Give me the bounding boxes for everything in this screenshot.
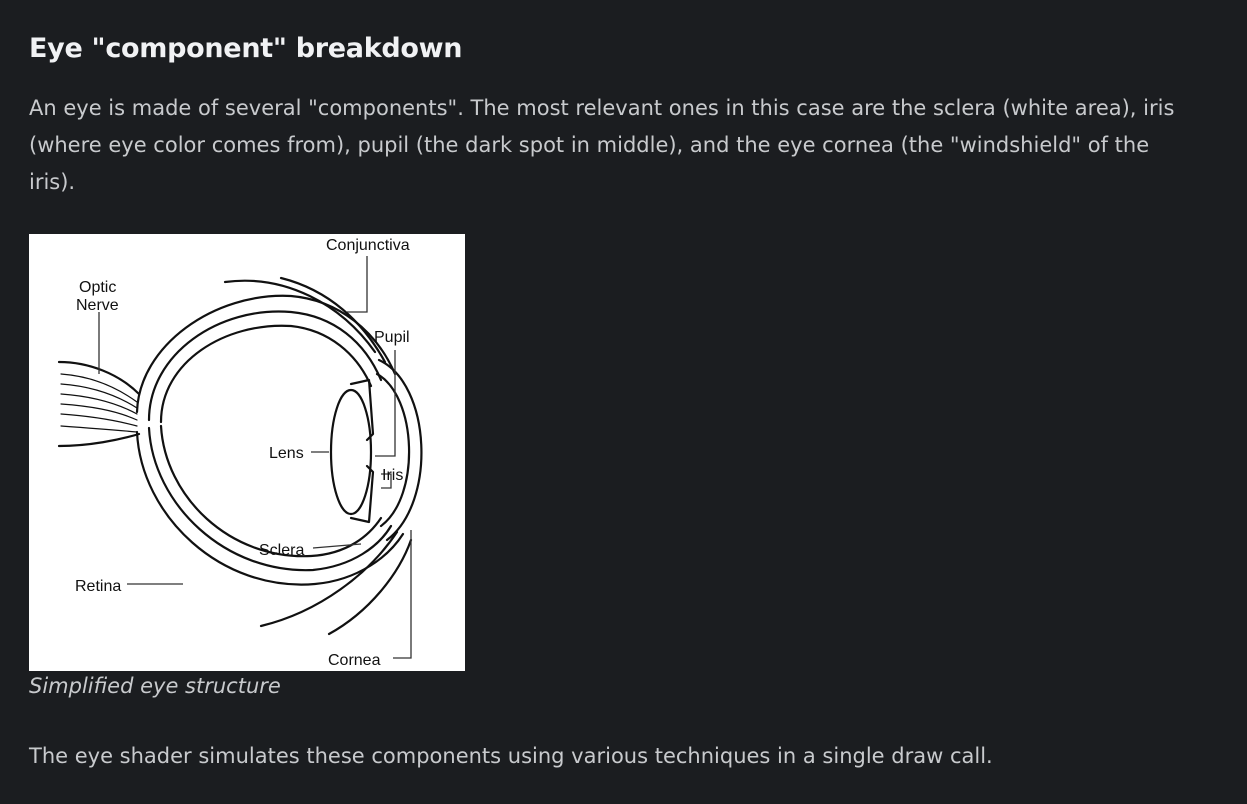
optic-nerve-fiber — [60, 413, 138, 427]
conjunctiva-fold-upper-2 — [279, 276, 387, 364]
outro-paragraph: The eye shader simulates these component… — [29, 744, 993, 768]
retina-line — [159, 324, 373, 424]
section-heading: Eye "component" breakdown — [29, 33, 463, 64]
eye-diagram-figure: Conjunctiva Optic Nerve Pupil Lens Iris … — [29, 234, 465, 671]
label-pupil: Pupil — [374, 329, 410, 346]
eye-diagram: Conjunctiva Optic Nerve Pupil Lens Iris … — [57, 237, 423, 669]
lens-shape — [329, 388, 373, 516]
conjunctiva-leader — [347, 256, 368, 313]
label-nerve: Nerve — [76, 297, 119, 314]
conjunctiva-fold-upper — [223, 279, 377, 354]
optic-nerve-bottom — [57, 432, 141, 448]
cornea-inner — [375, 372, 411, 528]
optic-nerve-fiber — [60, 425, 138, 433]
iris-upper — [349, 378, 375, 442]
conjunctiva-fold-lower — [259, 530, 399, 628]
cornea-outer — [377, 358, 423, 542]
sclera-inner-line — [147, 310, 383, 422]
iris-leader — [381, 473, 392, 489]
optic-nerve-fiber — [60, 393, 138, 415]
sclera-inner-line-lower — [147, 426, 393, 572]
label-iris: Iris — [382, 467, 403, 484]
sclera-outer-line-lower — [135, 430, 405, 586]
iris-lower — [349, 464, 375, 524]
sclera-outer-line — [135, 294, 397, 414]
cornea-leader — [393, 530, 412, 659]
label-sclera: Sclera — [259, 542, 304, 559]
label-optic: Optic — [79, 279, 116, 296]
optic-nerve-fiber — [60, 403, 138, 421]
sclera-leader — [312, 543, 362, 549]
retina-line-lower — [159, 424, 383, 558]
pupil-leader — [375, 350, 396, 457]
optic-nerve-fiber — [60, 383, 138, 409]
optic-nerve-top — [57, 360, 141, 396]
figure-caption: Simplified eye structure — [29, 674, 281, 698]
label-lens: Lens — [269, 445, 304, 462]
intro-paragraph: An eye is made of several "components". … — [29, 96, 1175, 194]
label-conjunctiva: Conjunctiva — [326, 237, 410, 254]
label-cornea: Cornea — [328, 652, 381, 669]
conjunctiva-fold-lower-2 — [327, 538, 413, 636]
label-retina: Retina — [75, 578, 121, 595]
optic-nerve-fiber — [60, 373, 138, 403]
